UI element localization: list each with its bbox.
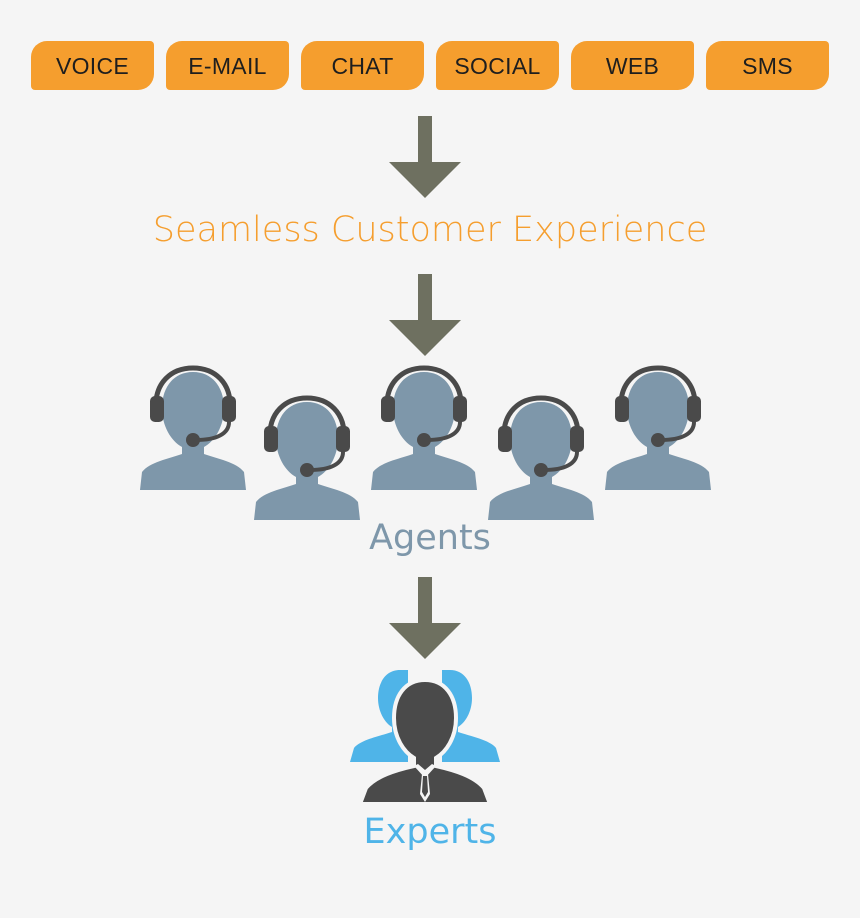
channel-sms: SMS (706, 41, 829, 90)
headset-agent-icon (254, 395, 360, 520)
seamless-experience-label: Seamless Customer Experience (152, 210, 708, 250)
arrow-down-icon (389, 577, 461, 659)
agents-label: Agents (369, 518, 491, 558)
headset-agent-icon (371, 365, 477, 490)
channel-web: WEB (571, 41, 694, 90)
channel-email: E-MAIL (166, 41, 289, 90)
channel-social: SOCIAL (436, 41, 559, 90)
headset-agent-icon (488, 395, 594, 520)
expert-group-icon (350, 670, 500, 806)
headset-agent-icon (605, 365, 711, 490)
experts-label: Experts (363, 812, 497, 852)
channel-voice: VOICE (31, 41, 154, 90)
channel-chat: CHAT (301, 41, 424, 90)
channel-row: VOICE E-MAIL CHAT SOCIAL WEB SMS (0, 0, 860, 100)
headset-agent-icon (140, 365, 246, 490)
arrow-down-icon (389, 274, 461, 356)
arrow-down-icon (389, 116, 461, 198)
